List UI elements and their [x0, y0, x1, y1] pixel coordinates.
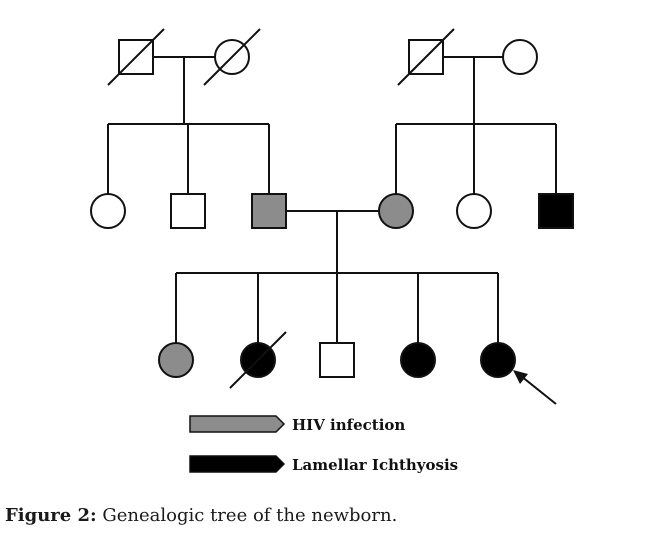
caption-text: Genealogic tree of the newborn.: [96, 505, 398, 526]
gen3-4-female-circle: [400, 342, 436, 378]
gen3-1-female-circle: [158, 342, 194, 378]
legend-swatch-ichthyosis: [189, 455, 286, 473]
pedigree-lines: [107, 56, 557, 343]
legend: HIV infection Lamellar Ichthyosis: [189, 415, 458, 474]
gen1-4-female-circle: [502, 39, 538, 75]
gen2-4-female-circle: [378, 193, 414, 229]
gen2-6-male-square: [538, 193, 574, 229]
gen2-2-male-square: [170, 193, 206, 229]
pedigree-symbols: [90, 28, 574, 405]
gen1-2-female-deceased-slash: [203, 28, 261, 86]
proband-arrow-head: [513, 370, 528, 384]
gen1-1-male-deceased-slash: [107, 28, 165, 86]
legend-label-ichthyosis: Lamellar Ichthyosis: [292, 456, 458, 474]
gen3-2-female-deceased-slash: [229, 331, 287, 389]
caption-label: Figure 2:: [5, 505, 97, 526]
gen2-3-male-square: [251, 193, 287, 229]
figure-caption: Figure 2: Genealogic tree of the newborn…: [5, 505, 645, 526]
pedigree-chart: HIV infection Lamellar Ichthyosis: [90, 28, 574, 474]
gen3-3-male-square: [319, 342, 355, 378]
gen1-3-male-deceased-slash: [397, 28, 455, 86]
gen3-5-female-circle: [480, 342, 516, 378]
legend-swatch-hiv: [189, 415, 286, 433]
legend-label-hiv: HIV infection: [292, 416, 405, 434]
gen2-1-female-circle: [90, 193, 126, 229]
gen2-5-female-circle: [456, 193, 492, 229]
